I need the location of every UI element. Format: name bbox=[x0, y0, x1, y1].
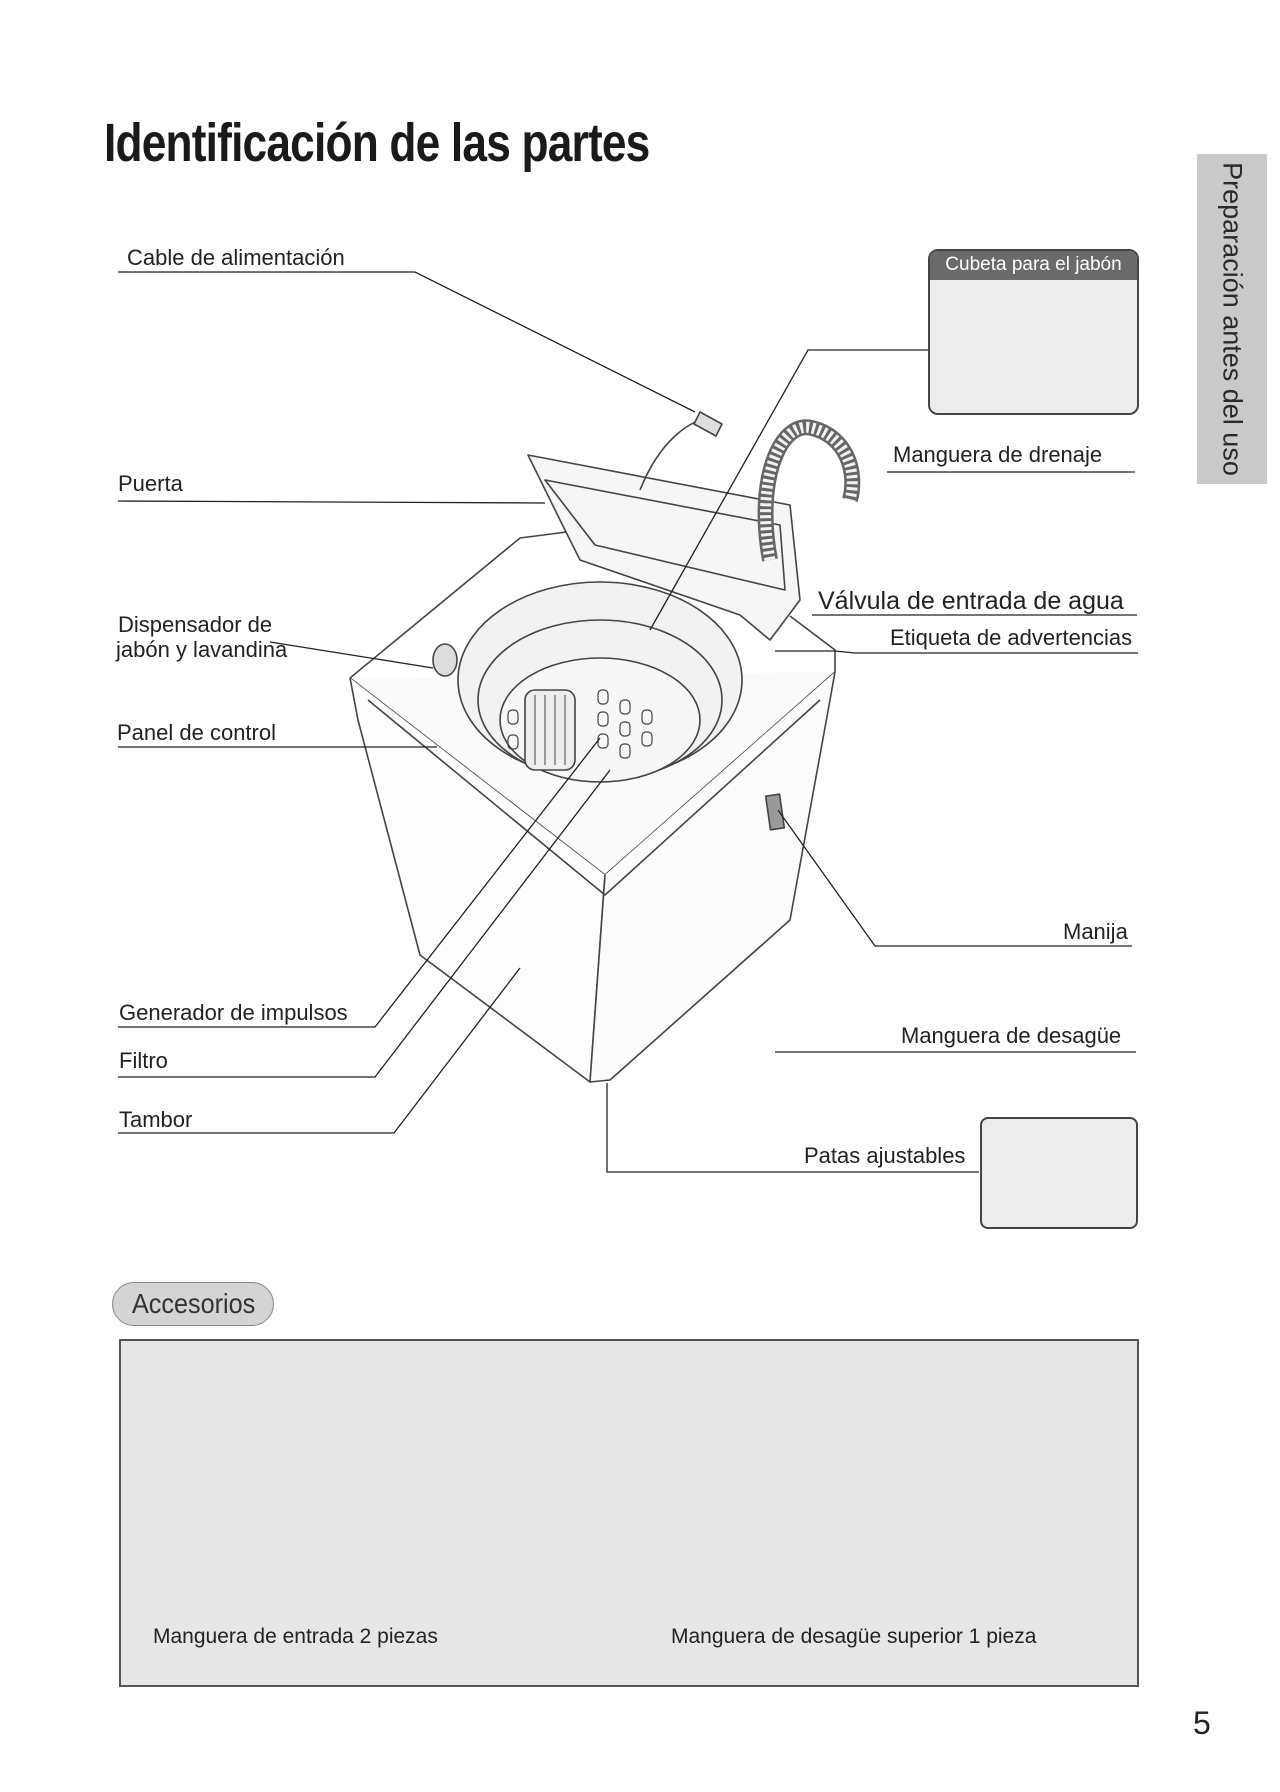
soap-tray-callout: Cubeta para el jabón bbox=[928, 249, 1139, 415]
machine-top-right bbox=[789, 615, 836, 672]
machine-right-side bbox=[589, 671, 836, 1083]
lid bbox=[527, 454, 801, 641]
label-outlet-hose: Manguera de desagüe bbox=[901, 1023, 1122, 1048]
accessory-outlet-hose-label: Manguera de desagüe superior 1 pieza bbox=[671, 1625, 1037, 1648]
label-dispenser-line1: Dispensador de bbox=[118, 612, 273, 637]
adjustable-feet-callout bbox=[980, 1117, 1138, 1229]
machine-edge bbox=[367, 699, 821, 896]
label-adjustable-feet: Patas ajustables bbox=[804, 1143, 966, 1168]
handle-shape bbox=[764, 793, 786, 831]
page-title: Identificación de las partes bbox=[104, 113, 650, 173]
label-drum: Tambor bbox=[119, 1107, 193, 1132]
label-control-panel: Panel de control bbox=[117, 720, 276, 745]
label-power-cable: Cable de alimentación bbox=[127, 245, 345, 270]
label-door: Puerta bbox=[118, 471, 183, 496]
label-pulsator: Generador de impulsos bbox=[119, 1000, 348, 1025]
section-tab: Preparación antes del uso bbox=[1197, 154, 1267, 484]
page-number: 5 bbox=[1193, 1705, 1211, 1741]
accessories-panel bbox=[119, 1339, 1139, 1687]
label-filter: Filtro bbox=[119, 1048, 168, 1073]
soap-tray-caption: Cubeta para el jabón bbox=[930, 251, 1137, 280]
accessory-inlet-hose-label: Manguera de entrada 2 piezas bbox=[153, 1625, 438, 1648]
label-warning-label: Etiqueta de advertencias bbox=[890, 625, 1133, 650]
label-handle: Manija bbox=[1063, 919, 1128, 944]
filter-shape bbox=[524, 689, 576, 771]
dispenser-cup bbox=[432, 643, 458, 677]
label-dispenser-line2: jabón y lavandina bbox=[116, 637, 288, 662]
accessories-heading: Accesorios bbox=[112, 1282, 274, 1326]
label-water-valve: Válvula de entrada de agua bbox=[818, 587, 1124, 615]
label-drain-hose: Manguera de drenaje bbox=[893, 442, 1103, 467]
